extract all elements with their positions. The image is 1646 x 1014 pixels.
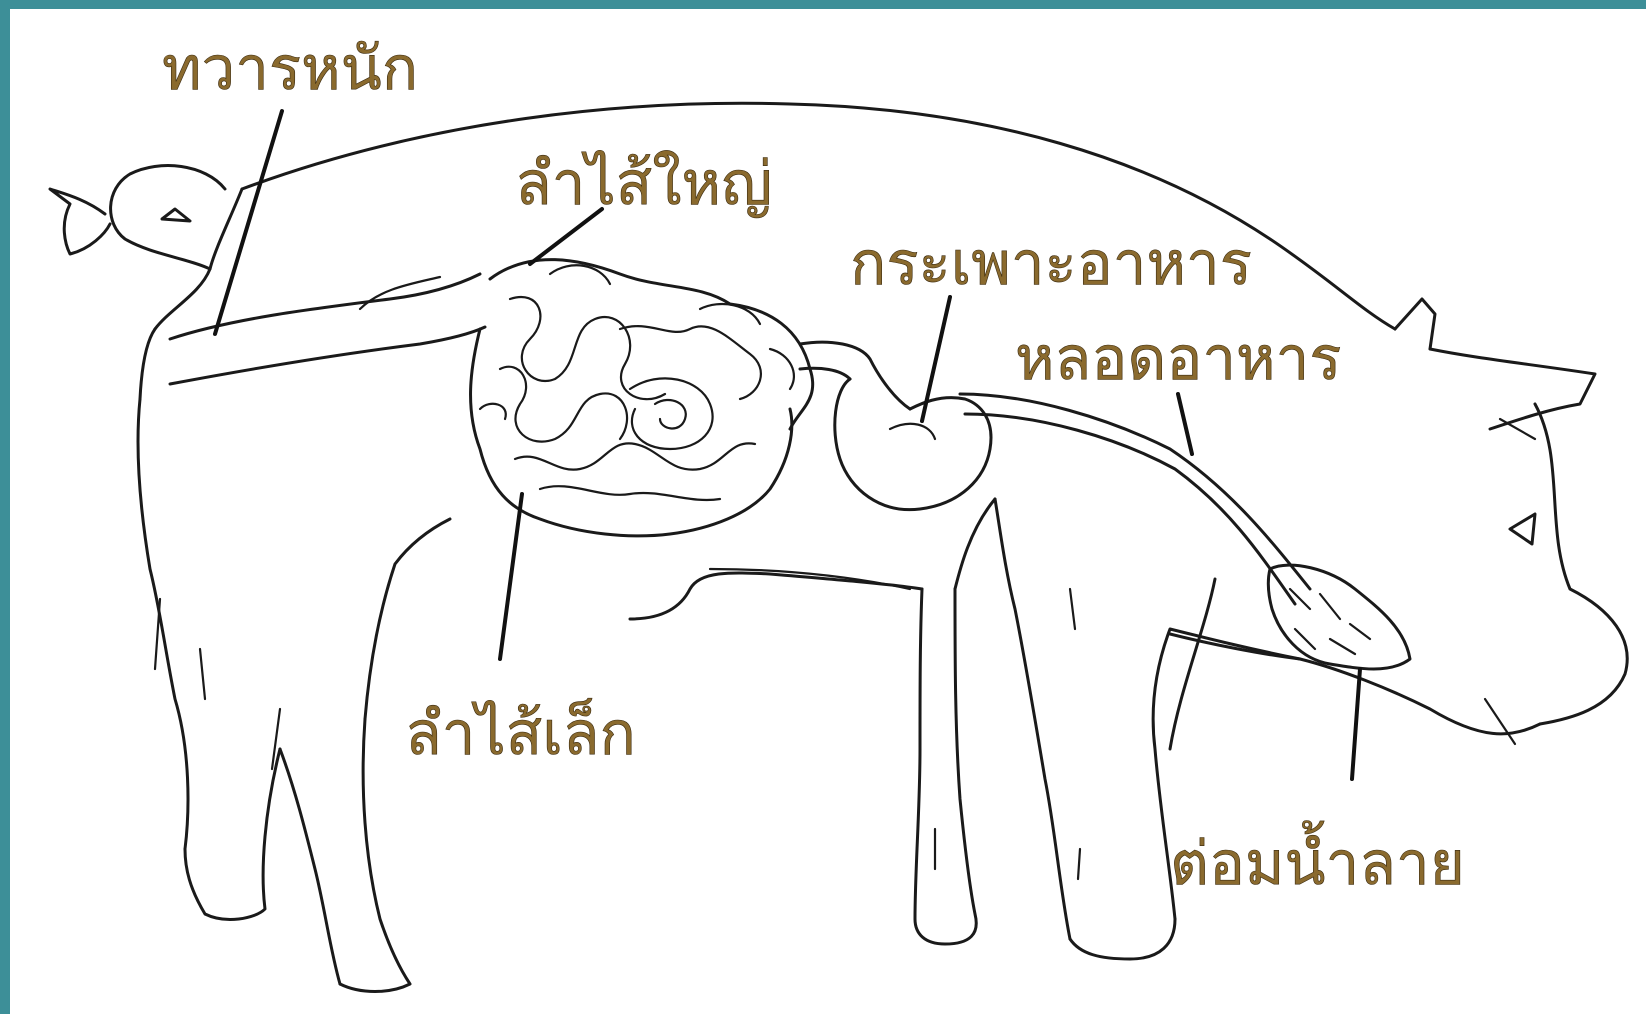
label-esophagus: หลอดอาหาร — [1015, 324, 1342, 394]
label-stomach: กระเพาะอาหาร — [850, 229, 1252, 299]
diagram-frame: ทวารหนัก ลำไส้ใหญ่ กระเพาะอาหาร หลอดอาหา… — [10, 9, 1646, 1014]
label-salivary-gland: ต่อมน้ำลาย — [1170, 820, 1465, 899]
label-small-intestine: ลำไส้เล็ก — [405, 698, 636, 769]
leader-salivary-gland — [1352, 669, 1360, 779]
label-anus: ทวารหนัก — [162, 34, 418, 104]
labels: ทวารหนัก ลำไส้ใหญ่ กระเพาะอาหาร หลอดอาหา… — [162, 34, 1465, 899]
pig-digestive-system-diagram: ทวารหนัก ลำไส้ใหญ่ กระเพาะอาหาร หลอดอาหา… — [10, 9, 1646, 1014]
leader-esophagus — [1178, 394, 1192, 454]
label-large-intestine: ลำไส้ใหญ่ — [515, 149, 772, 219]
leader-anus — [215, 111, 282, 334]
leader-stomach — [922, 297, 950, 421]
leader-small-intestine — [500, 494, 522, 659]
digestive-tract — [170, 260, 1410, 669]
